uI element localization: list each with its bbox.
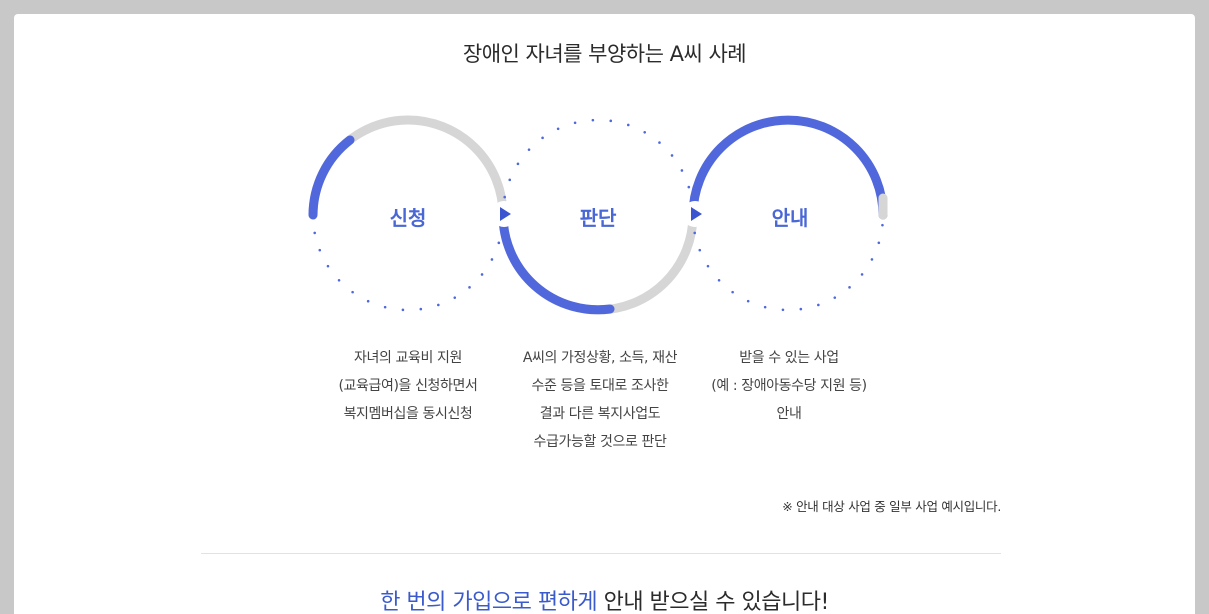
divider	[201, 553, 1001, 554]
step-label-guide: 안내	[771, 206, 809, 230]
process-diagram	[308, 115, 888, 315]
disclaimer-note: ※ 안내 대상 사업 중 일부 사업 예시입니다.	[782, 499, 1001, 514]
step-circle-apply	[308, 115, 508, 312]
step-label-judge: 판단	[579, 206, 617, 230]
description-line: 결과 다른 복지사업도	[539, 406, 661, 422]
chevron-right-icon	[682, 201, 708, 227]
description-line: (교육급여)을 신청하면서	[338, 378, 478, 394]
description-line: A씨의 가정상황, 소득, 재산	[522, 350, 678, 366]
page-title: 장애인 자녀를 부양하는 A씨 사례	[462, 42, 747, 66]
step-description-guide: 받을 수 있는 사업 (예 : 장애아동수당 지원 등) 안내	[679, 344, 899, 428]
description-line: 복지멤버십을 동시신청	[343, 406, 473, 422]
step-description-apply: 자녀의 교육비 지원 (교육급여)을 신청하면서 복지멤버십을 동시신청	[298, 344, 518, 428]
footer-message: 한 번의 가입으로 편하게 안내 받으실 수 있습니다!	[14, 584, 1195, 614]
step-circle-guide	[688, 115, 888, 312]
description-line: 수준 등을 토대로 조사한	[531, 378, 669, 394]
description-line: (예 : 장애아동수당 지원 등)	[711, 378, 867, 394]
content-panel: 장애인 자녀를 부양하는 A씨 사례 신청 판단	[14, 14, 1195, 614]
footer-highlight: 한 번의 가입으로 편하게	[380, 590, 598, 614]
step-label-apply: 신청	[389, 206, 427, 230]
description-line: 수급가능할 것으로 판단	[533, 434, 667, 450]
chevron-right-icon	[491, 201, 517, 227]
step-circle-judge	[498, 118, 698, 315]
footer-text: 안내 받으실 수 있습니다!	[597, 590, 830, 614]
description-line: 안내	[776, 406, 802, 422]
description-line: 자녀의 교육비 지원	[354, 350, 462, 366]
step-description-judge: A씨의 가정상황, 소득, 재산 수준 등을 토대로 조사한 결과 다른 복지사…	[490, 344, 710, 456]
description-line: 받을 수 있는 사업	[739, 350, 839, 366]
